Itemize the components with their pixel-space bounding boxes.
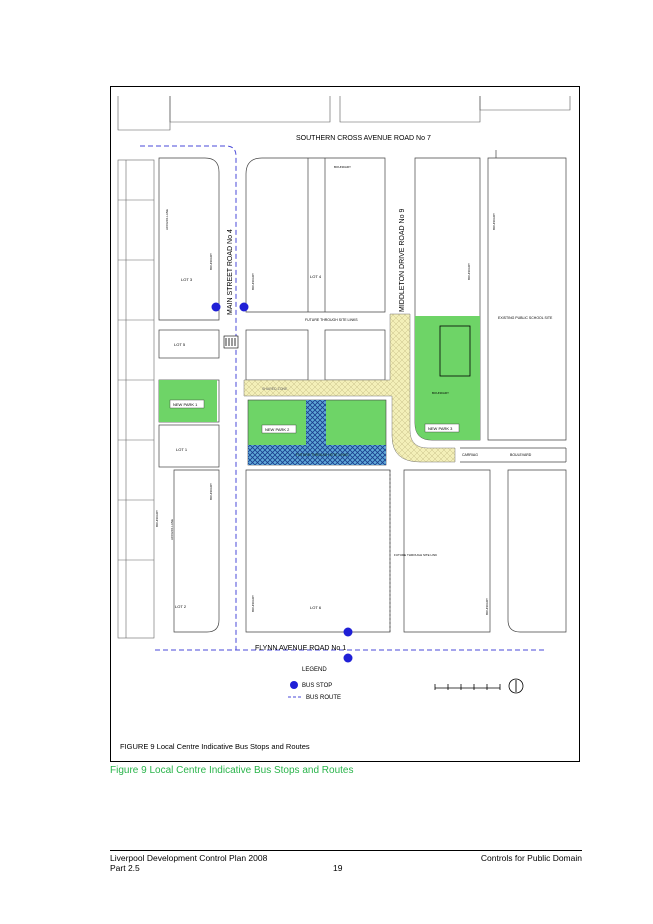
- road-label-middleton: MIDDLETON DRIVE ROAD No 9: [399, 209, 406, 312]
- carriag-label: CARRIAG: [462, 453, 478, 457]
- road-label-southern-cross: SOUTHERN CROSS AVENUE ROAD No 7: [296, 135, 431, 142]
- future-link-hatch: [248, 400, 386, 465]
- boundary-label: BOUNDARY: [485, 598, 489, 615]
- park-label-2: NEW PARK 2: [261, 424, 297, 434]
- legend-bus-stop: BUS STOP: [302, 683, 332, 689]
- boundary-label: BOUNDARY: [155, 510, 159, 527]
- future-links-green-label: FUTURE THROUGH SITE LINKS: [296, 453, 349, 457]
- bus-stop-marker: [343, 627, 353, 637]
- boundary-label: BOUNDARY: [251, 595, 255, 612]
- svg-text:NEW PARK 1: NEW PARK 1: [173, 402, 198, 407]
- lot-label: LOT 4: [310, 274, 322, 279]
- road-label-main-street: MAIN STREET ROAD No 4: [227, 229, 234, 315]
- boundary-label: BOUNDARY: [251, 273, 255, 290]
- shared-zone: [243, 313, 456, 463]
- legend-bus-route: BUS ROUTE: [306, 695, 341, 701]
- lot-label: LOT 5: [174, 342, 186, 347]
- boundary-label: BOUNDARY: [209, 253, 213, 270]
- figure-frame: [110, 86, 580, 762]
- left-frontages: [117, 159, 155, 639]
- lot-label: LOT 1: [176, 447, 188, 452]
- legend-bus-stop-icon: [290, 681, 298, 689]
- footer-divider: [110, 850, 582, 851]
- future-links-label: FUTURE THROUGH SITE LINKS: [305, 318, 358, 322]
- footer-section-title: Controls for Public Domain: [480, 853, 582, 863]
- park-label-3: NEW PARK 3: [424, 423, 460, 433]
- svg-text:NEW PARK 2: NEW PARK 2: [265, 427, 290, 432]
- footer-page-number: 19: [333, 863, 343, 873]
- boundary-label: BOUNDARY: [334, 165, 351, 169]
- park-3-block: [414, 157, 481, 441]
- crossing: [223, 335, 239, 349]
- boundary-label: BOUNDARY: [209, 483, 213, 500]
- lot-label: LOT 2: [175, 604, 187, 609]
- shared-zone-label: SHARED ZONE: [262, 387, 288, 391]
- lot4-block: [245, 157, 386, 381]
- scale-bar: [434, 684, 501, 690]
- figure-caption: Figure 9 Local Centre Indicative Bus Sto…: [110, 765, 354, 776]
- bus-stops: [211, 302, 353, 663]
- lower-blocks: [245, 469, 567, 633]
- svg-text:NEW PARK 3: NEW PARK 3: [428, 426, 453, 431]
- north-arrow-icon: [508, 678, 524, 694]
- park-label-1: NEW PARK 1: [169, 399, 205, 409]
- crossing-stripes: [225, 338, 236, 346]
- bus-stop-marker: [211, 302, 221, 312]
- boulevard-label: BOULEVARD: [510, 453, 532, 457]
- lot-label: LOT 3: [181, 277, 193, 282]
- footer-part: Part 2.5: [110, 863, 140, 873]
- boundary-label: BOUNDARY: [432, 391, 449, 395]
- lot-label: LOT 6: [310, 605, 322, 610]
- road-label-flynn: FLYNN AVENUE ROAD No 1: [255, 645, 346, 652]
- inner-figure-caption: FIGURE 9 Local Centre Indicative Bus Sto…: [120, 742, 310, 751]
- access-lane-label: ACCESS LANE: [170, 519, 174, 540]
- school-label: EXISTING PUBLIC SCHOOL SITE: [498, 316, 553, 320]
- future-link-label: FUTURE THROUGH SITE LINK: [394, 553, 437, 557]
- top-frontages: [117, 96, 571, 131]
- legend-title: LEGEND: [302, 667, 327, 673]
- boundary-label: BOUNDARY: [492, 213, 496, 230]
- bus-stop-marker: [343, 653, 353, 663]
- footer-document-title: Liverpool Development Control Plan 2008: [110, 853, 268, 863]
- bus-stop-marker: [239, 302, 249, 312]
- left-block: [158, 157, 220, 633]
- boulevard: [460, 447, 567, 463]
- access-lane-label: ACCESS LANE: [165, 209, 169, 230]
- school-block: [487, 150, 567, 441]
- bus-route: [140, 145, 545, 651]
- boundary-label: BOUNDARY: [467, 263, 471, 280]
